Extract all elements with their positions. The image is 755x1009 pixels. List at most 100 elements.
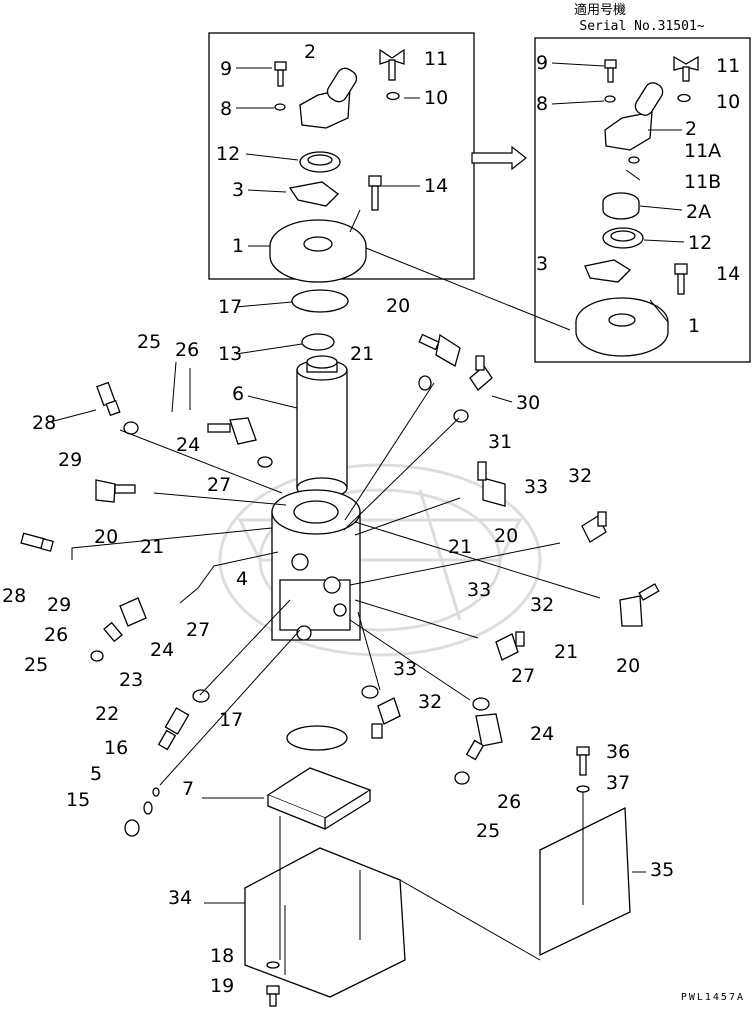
label-21: 21 (350, 343, 374, 365)
o-ring-icon (286, 725, 348, 751)
elbow-fitting-icon (619, 583, 660, 627)
cover-icon (299, 67, 358, 129)
washer-icon (386, 91, 400, 101)
label-27: 27 (207, 474, 231, 496)
bolt-icon (674, 263, 688, 295)
label-21: 21 (140, 536, 164, 558)
label-8: 8 (536, 93, 548, 115)
o-ring-icon (454, 771, 470, 785)
label-2a: 2A (686, 201, 711, 223)
inset-left-labels: 9 2 11 8 10 12 3 14 1 (216, 41, 448, 257)
elbow-fitting-icon (469, 355, 493, 391)
elbow-fitting-icon (477, 461, 506, 507)
elbow-fitting-icon (418, 333, 461, 367)
applicability-heading: 適用号機 (574, 2, 626, 18)
label-25: 25 (24, 654, 48, 676)
label-32: 32 (568, 465, 592, 487)
elbow-fitting-icon (581, 511, 607, 543)
washer-icon (628, 156, 640, 164)
wing-bolt-icon (379, 48, 405, 81)
o-ring-icon (257, 456, 273, 468)
label-14: 14 (424, 175, 448, 197)
o-ring-icon (361, 685, 379, 699)
label-20: 20 (616, 655, 640, 677)
label-22: 22 (95, 703, 119, 725)
washer-icon (274, 103, 286, 111)
label-20: 20 (386, 295, 410, 317)
label-24: 24 (150, 639, 174, 661)
label-37: 37 (606, 772, 630, 794)
label-30: 30 (516, 392, 540, 414)
shaft-icon (296, 355, 348, 499)
elbow-fitting-icon (371, 697, 401, 739)
label-20: 20 (494, 525, 518, 547)
plug-icon (124, 787, 160, 837)
label-33: 33 (524, 476, 548, 498)
washer-icon (677, 93, 691, 103)
label-27: 27 (186, 619, 210, 641)
label-28: 28 (2, 585, 26, 607)
label-3: 3 (536, 253, 548, 275)
connector-icon (103, 597, 147, 643)
connector-icon (207, 417, 257, 445)
label-18: 18 (210, 945, 234, 967)
label-25: 25 (476, 820, 500, 842)
label-7: 7 (182, 778, 194, 800)
leader-lines (71, 209, 669, 961)
elbow-fitting-icon (95, 479, 136, 503)
wing-bolt-icon (673, 55, 699, 82)
o-ring-icon (192, 689, 210, 703)
label-23: 23 (119, 669, 143, 691)
label-11: 11 (716, 55, 740, 77)
washer-icon (266, 961, 280, 969)
label-10: 10 (716, 91, 740, 113)
label-4: 4 (236, 568, 248, 590)
o-ring-icon (602, 227, 644, 249)
o-ring-icon (291, 289, 349, 313)
o-ring-icon (301, 333, 335, 351)
label-1: 1 (688, 315, 700, 337)
o-ring-icon (418, 375, 432, 391)
label-26: 26 (175, 339, 199, 361)
connector-icon (157, 707, 190, 751)
main-labels: 17 20 13 21 25 26 6 30 28 24 29 31 27 32… (2, 295, 674, 997)
inset-right-parts (575, 55, 699, 357)
label-3: 3 (232, 179, 244, 201)
label-26: 26 (44, 624, 68, 646)
plate-icon (266, 767, 372, 830)
plate-icon (269, 219, 367, 283)
washer-icon (604, 95, 616, 103)
label-15: 15 (66, 789, 90, 811)
label-25: 25 (137, 331, 161, 353)
label-32: 32 (418, 691, 442, 713)
label-34: 34 (168, 887, 192, 909)
label-20: 20 (94, 526, 118, 548)
connector-icon (465, 713, 503, 761)
label-28: 28 (32, 412, 56, 434)
label-33: 33 (467, 579, 491, 601)
connector-icon (96, 381, 121, 417)
label-1: 1 (232, 235, 244, 257)
label-2: 2 (685, 118, 697, 140)
label-21: 21 (448, 536, 472, 558)
label-11a: 11A (684, 140, 721, 162)
label-36: 36 (606, 741, 630, 763)
swivel-joint-icon (271, 489, 361, 641)
o-ring-icon (90, 650, 104, 662)
label-8: 8 (220, 98, 232, 120)
o-ring-icon (299, 151, 341, 173)
label-16: 16 (104, 737, 128, 759)
label-35: 35 (650, 859, 674, 881)
label-19: 19 (210, 975, 234, 997)
label-2: 2 (304, 41, 316, 63)
label-21: 21 (554, 641, 578, 663)
label-6: 6 (232, 383, 244, 405)
main-assembly (20, 289, 660, 1007)
label-5: 5 (90, 763, 102, 785)
label-leaders (49, 62, 685, 904)
inset-left-parts (269, 48, 405, 283)
inset-right-labels: 9 11 8 10 2 11A 11B 2A 12 3 14 1 (536, 52, 740, 337)
washer-icon (576, 785, 590, 793)
label-11: 11 (424, 48, 448, 70)
